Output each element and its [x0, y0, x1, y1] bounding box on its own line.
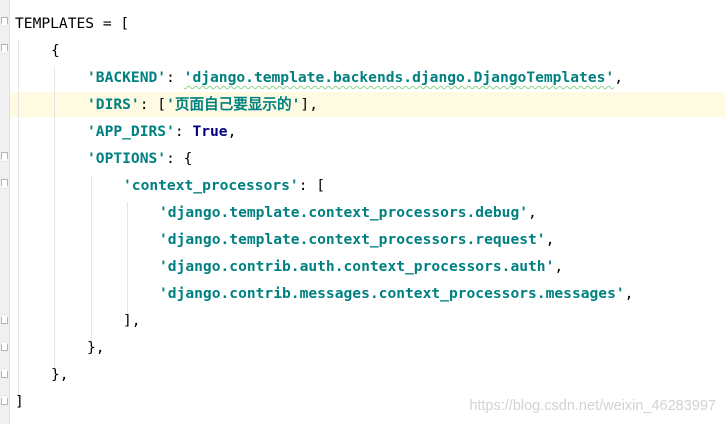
code-line-12: ], — [123, 312, 141, 329]
string-literal: 'django.contrib.messages.context_process… — [159, 285, 625, 302]
string-literal: 'APP_DIRS' — [87, 123, 175, 140]
fold-marker-icon[interactable] — [1, 341, 8, 351]
code-line-9: 'django.template.context_processors.requ… — [159, 231, 555, 248]
code-line-8: 'django.template.context_processors.debu… — [159, 204, 537, 221]
indent-guide — [91, 175, 92, 345]
code-line-4: 'DIRS': ['页面自己要显示的'], — [87, 96, 318, 113]
fold-marker-icon[interactable] — [1, 395, 8, 405]
string-literal: 'django.template.context_processors.debu… — [159, 204, 529, 221]
editor-gutter — [0, 0, 10, 424]
indent-guide — [18, 40, 19, 399]
string-literal: 'django.template.backends.django.DjangoT… — [183, 69, 615, 86]
code-line-5: 'APP_DIRS': True, — [87, 123, 237, 140]
string-literal: 'DIRS' — [87, 96, 140, 113]
code-line-1: TEMPLATES = [ — [15, 15, 130, 32]
code-line-7: 'context_processors': [ — [123, 177, 326, 194]
fold-marker-icon[interactable] — [1, 179, 8, 189]
string-literal: 'django.template.context_processors.requ… — [159, 231, 546, 248]
fold-marker-icon[interactable] — [1, 152, 8, 162]
string-literal: 'OPTIONS' — [87, 150, 167, 167]
string-literal: 'BACKEND' — [87, 69, 167, 86]
string-literal: 'django.contrib.auth.context_processors.… — [159, 258, 555, 275]
fold-marker-icon[interactable] — [1, 44, 8, 54]
fold-marker-icon[interactable] — [1, 368, 8, 378]
code-line-6: 'OPTIONS': { — [87, 150, 193, 167]
code-line-14: }, — [51, 366, 69, 383]
code-line-11: 'django.contrib.messages.context_process… — [159, 285, 634, 302]
string-literal: '页面自己要显示的' — [166, 96, 301, 113]
watermark: https://blog.csdn.net/weixin_46283997 — [469, 398, 716, 414]
code-line-2: { — [51, 42, 60, 59]
current-line-highlight — [10, 92, 725, 117]
code-line-3: 'BACKEND': 'django.template.backends.dja… — [87, 69, 623, 86]
indent-guide — [127, 202, 128, 318]
string-literal: 'context_processors' — [123, 177, 299, 194]
code-line-10: 'django.contrib.auth.context_processors.… — [159, 258, 564, 275]
indent-guide — [54, 67, 55, 372]
fold-marker-icon[interactable] — [1, 314, 8, 324]
code-line-13: }, — [87, 339, 105, 356]
fold-marker-icon[interactable] — [1, 17, 8, 27]
code-line-15: ] — [15, 393, 24, 410]
keyword: True — [192, 123, 228, 140]
